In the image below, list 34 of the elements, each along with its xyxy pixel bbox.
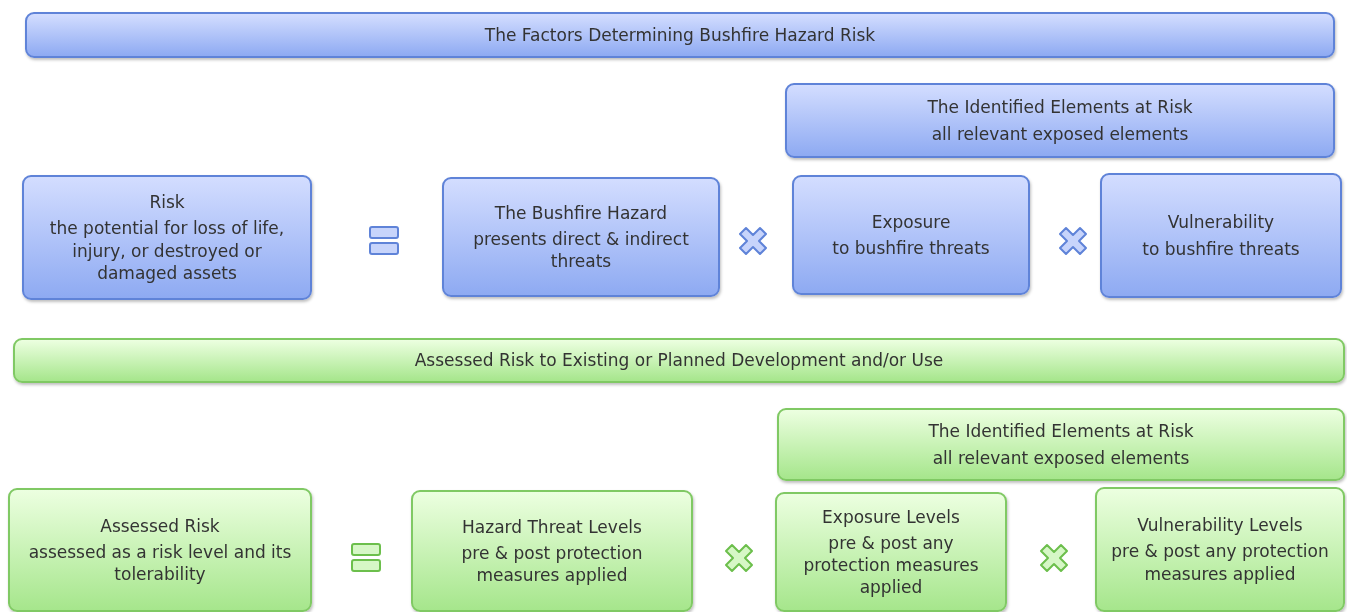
box-text: to bushfire threats bbox=[832, 237, 990, 260]
info-box bbox=[411, 490, 693, 612]
box-text: pre & post protection measures applied bbox=[460, 541, 644, 587]
banner-box bbox=[13, 338, 1345, 383]
box-heading: Vulnerability Levels bbox=[1137, 514, 1303, 537]
box-heading: Vulnerability bbox=[1167, 211, 1275, 234]
box-text: assessed as a risk level and its tolerability bbox=[27, 540, 293, 586]
box-heading: Assessed Risk bbox=[100, 514, 220, 537]
box-text: all relevant exposed elements bbox=[931, 122, 1189, 145]
box-heading: Risk bbox=[149, 191, 185, 214]
info-box bbox=[775, 492, 1007, 612]
info-box bbox=[785, 83, 1335, 158]
box-heading: Exposure Levels bbox=[822, 505, 960, 528]
box-text: Assessed Risk to Existing or Planned Development and/or Use bbox=[414, 349, 944, 372]
box-heading: The Identified Elements at Risk bbox=[927, 96, 1193, 119]
box-text: the potential for loss of life, injury, or destroyed or damaged assets bbox=[48, 217, 286, 284]
info-box bbox=[1100, 173, 1342, 298]
info-box bbox=[1095, 487, 1345, 612]
box-text: to bushfire threats bbox=[1142, 237, 1300, 260]
box-text: pre & post any protection measures applied bbox=[802, 531, 980, 599]
box-text: pre & post any protection measures applied bbox=[1110, 540, 1330, 585]
info-box bbox=[792, 175, 1030, 295]
box-heading: The Bushfire Hazard bbox=[494, 201, 668, 224]
box-text: all relevant exposed elements bbox=[932, 446, 1190, 469]
box-text: presents direct & indirect threats bbox=[472, 227, 690, 273]
box-heading: The Identified Elements at Risk bbox=[928, 420, 1194, 443]
box-heading: Exposure bbox=[871, 210, 951, 233]
info-box bbox=[777, 408, 1345, 481]
banner-box bbox=[25, 12, 1335, 58]
info-box bbox=[8, 488, 312, 612]
box-text: The Factors Determining Bushfire Hazard Risk bbox=[484, 23, 876, 47]
info-box bbox=[442, 177, 720, 297]
info-box bbox=[22, 175, 312, 300]
box-heading: Hazard Threat Levels bbox=[462, 515, 642, 538]
